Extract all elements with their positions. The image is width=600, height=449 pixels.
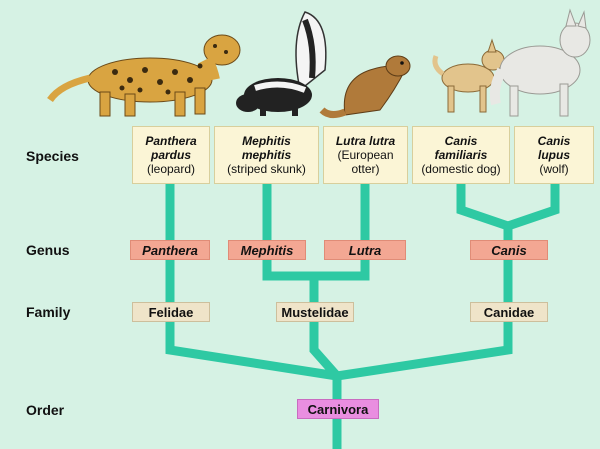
- wolf-branch: [508, 184, 555, 226]
- dog-branch: [461, 184, 508, 226]
- genus-box-panthera: Panthera: [130, 240, 210, 260]
- otter-illustration: [322, 56, 410, 115]
- species-common-name: (European otter): [333, 148, 399, 176]
- rank-label-genus: Genus: [26, 242, 70, 258]
- rank-label-family: Family: [26, 304, 70, 320]
- family-box-canidae: Canidae: [470, 302, 548, 322]
- rank-label-order: Order: [26, 402, 64, 418]
- family-box-mustelidae: Mustelidae: [276, 302, 354, 322]
- genus-box-mephitis: Mephitis: [228, 240, 306, 260]
- rank-label-species: Species: [26, 148, 79, 164]
- wolf-illustration: [495, 10, 590, 116]
- species-box-skunk: Mephitis mephitis (striped skunk): [214, 126, 319, 184]
- species-common-name: (wolf): [539, 162, 568, 176]
- species-epithet: pardus: [151, 148, 191, 162]
- species-epithet: mephitis: [242, 148, 291, 162]
- species-name: Canis: [445, 134, 478, 148]
- genus-box-lutra: Lutra: [324, 240, 406, 260]
- species-common-name: (striped skunk): [227, 162, 306, 176]
- species-box-otter: Lutra lutra (European otter): [323, 126, 408, 184]
- species-name: Canis: [538, 134, 571, 148]
- species-common-name: (leopard): [147, 162, 195, 176]
- species-name: Lutra lutra: [336, 134, 395, 148]
- order-box-carnivora: Carnivora: [297, 399, 379, 419]
- species-name: Mephitis: [242, 134, 291, 148]
- animal-illustrations: [0, 0, 600, 130]
- genus-box-canis: Canis: [470, 240, 548, 260]
- mustelidae-branch: [314, 322, 337, 376]
- family-box-felidae: Felidae: [132, 302, 210, 322]
- species-box-leopard: Panthera pardus (leopard): [132, 126, 210, 184]
- species-epithet: familiaris: [435, 148, 488, 162]
- lutra-branch: [314, 184, 365, 276]
- canidae-branch: [337, 322, 508, 376]
- species-box-wolf: Canis lupus (wolf): [514, 126, 594, 184]
- species-common-name: (domestic dog): [421, 162, 500, 176]
- skunk-illustration: [236, 12, 326, 116]
- leopard-illustration: [50, 35, 240, 116]
- species-name: Panthera: [145, 134, 196, 148]
- species-box-dog: Canis familiaris (domestic dog): [412, 126, 510, 184]
- species-epithet: lupus: [538, 148, 570, 162]
